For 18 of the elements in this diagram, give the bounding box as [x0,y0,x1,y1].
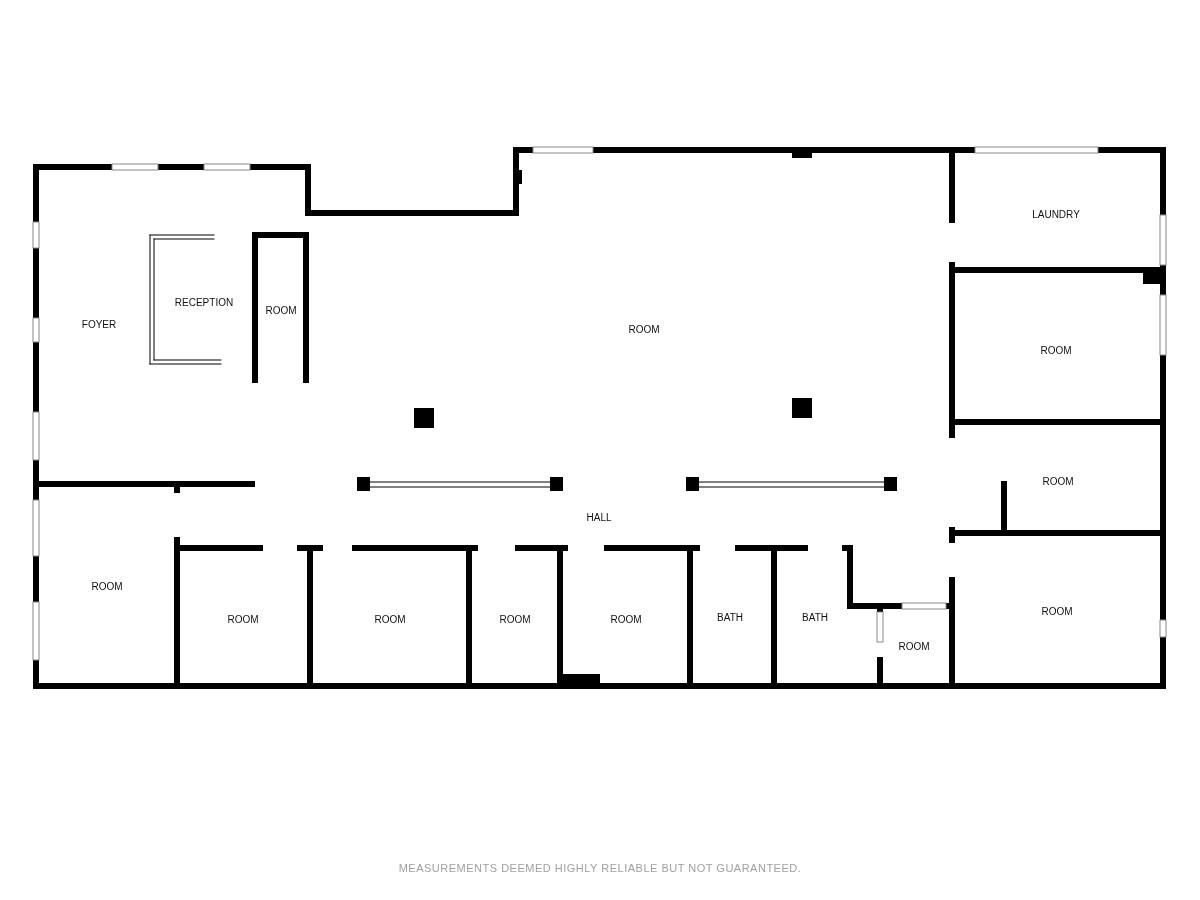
room-label: ROOM [1042,475,1074,487]
disclaimer-caption: MEASUREMENTS DEEMED HIGHLY RELIABLE BUT NOT GUARANTEED. [397,862,803,874]
room-label: ROOM [898,640,930,652]
room-label: FOYER [81,318,117,330]
room-label: ROOM [610,613,642,625]
room-label: BATH [802,611,828,623]
room-label: ROOM [1041,605,1073,617]
room-label: ROOM [1040,344,1072,356]
room-label: ROOM [499,613,531,625]
reception-label: RECEPTION [174,296,234,308]
room-label: BATH [717,611,743,623]
room-label: ROOM [628,323,660,335]
room-label: ROOM [265,304,297,316]
room-label: ROOM [91,580,123,592]
hall-label: HALL [586,511,612,523]
room-label: LAUNDRY [1032,208,1080,220]
room-label: ROOM [374,613,406,625]
room-label: ROOM [227,613,259,625]
